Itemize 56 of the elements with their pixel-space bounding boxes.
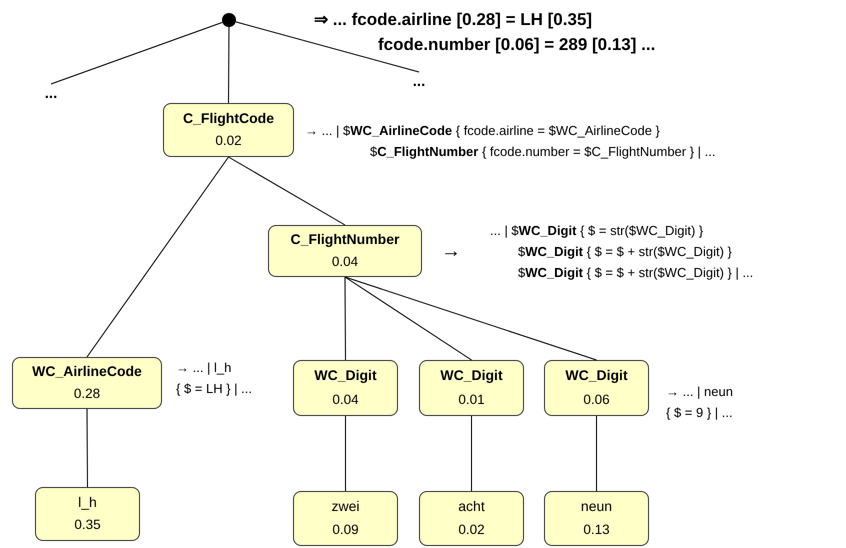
- tree-node-box: [163, 103, 294, 157]
- tree-branch-line: [228, 156, 346, 226]
- tree-node-box: [268, 225, 422, 277]
- tree-branch-line: [344, 276, 346, 360]
- grammar-rule-text: → ... | neun: [666, 385, 733, 400]
- tree-branch-line: [344, 276, 472, 360]
- tree-node-box: [544, 491, 649, 546]
- node-name: WC_Digit: [565, 368, 628, 384]
- ellipsis-text: ...: [36, 84, 66, 106]
- tree-branch-line: [345, 416, 346, 492]
- tree-branch-line: [86, 156, 229, 358]
- probability-value: 0.13: [583, 522, 610, 538]
- node-name: acht: [458, 499, 485, 515]
- tree-node-box: [12, 357, 162, 409]
- tree-branch-line: [235, 21, 420, 72]
- probability-value: 0.06: [583, 392, 610, 408]
- tree-branch-line: [596, 416, 597, 492]
- probability-value: 0.04: [332, 254, 358, 270]
- ellipsis-text: ...: [404, 72, 434, 94]
- probability-value: 0.35: [74, 518, 101, 534]
- tree-node-box: [419, 360, 524, 416]
- probability-value: 0.01: [458, 392, 485, 408]
- grammar-rule-text: → ... | l_h: [176, 361, 232, 376]
- tree-node-box: [293, 360, 398, 416]
- tree-node-box: [544, 360, 649, 416]
- tree-node-box: [35, 487, 140, 541]
- tree-node-box: [293, 491, 398, 546]
- grammar-rule-text: { $ = LH } | ...: [176, 382, 252, 396]
- grammar-rule-text: $WC_Digit { $ = $ + str($WC_Digit) } | ...: [518, 266, 754, 280]
- tree-branch-line: [344, 276, 597, 360]
- grammar-rule-text: $C_FlightNumber { fcode.number = $C_FlightNumber } | ...: [370, 145, 716, 160]
- grammar-rule-text: $WC_Digit { $ = $ + str($WC_Digit) }: [518, 245, 732, 260]
- node-name: WC_Digit: [440, 368, 503, 384]
- grammar-rule-text: → ... | $WC_AirlineCode { fcode.airline = $WC_AirlineCode }: [305, 124, 660, 138]
- probability-value: 0.28: [74, 386, 100, 402]
- result-text: ⇒ ... fcode.airline [0.28] = LH [0.35]: [314, 11, 592, 30]
- node-name: zwei: [331, 499, 360, 515]
- tree-branch-line: [228, 26, 230, 104]
- node-name: C_FlightNumber: [290, 232, 400, 248]
- tree-node-box: [419, 491, 524, 546]
- node-name: WC_Digit: [314, 368, 377, 384]
- probability-value: 0.04: [332, 392, 359, 408]
- tree-branch-line: [50, 22, 223, 84]
- node-name: neun: [580, 499, 612, 515]
- grammar-rule-text: { $ = 9 } | ...: [666, 406, 733, 420]
- probability-value: 0.02: [215, 134, 242, 150]
- probability-value: 0.09: [332, 522, 359, 538]
- node-name: WC_AirlineCode: [32, 364, 142, 380]
- node-name: C_FlightCode: [183, 110, 274, 126]
- grammar-rule-text: →: [441, 240, 461, 262]
- grammar-rule-text: ... | $WC_Digit { $ = str($WC_Digit) }: [490, 224, 704, 238]
- node-name: l_h: [78, 494, 97, 510]
- result-text: fcode.number [0.06] = 289 [0.13] ...: [378, 36, 656, 55]
- probability-value: 0.02: [458, 522, 485, 538]
- tree-branch-line: [86, 408, 88, 488]
- tree-branch-line: [471, 416, 472, 492]
